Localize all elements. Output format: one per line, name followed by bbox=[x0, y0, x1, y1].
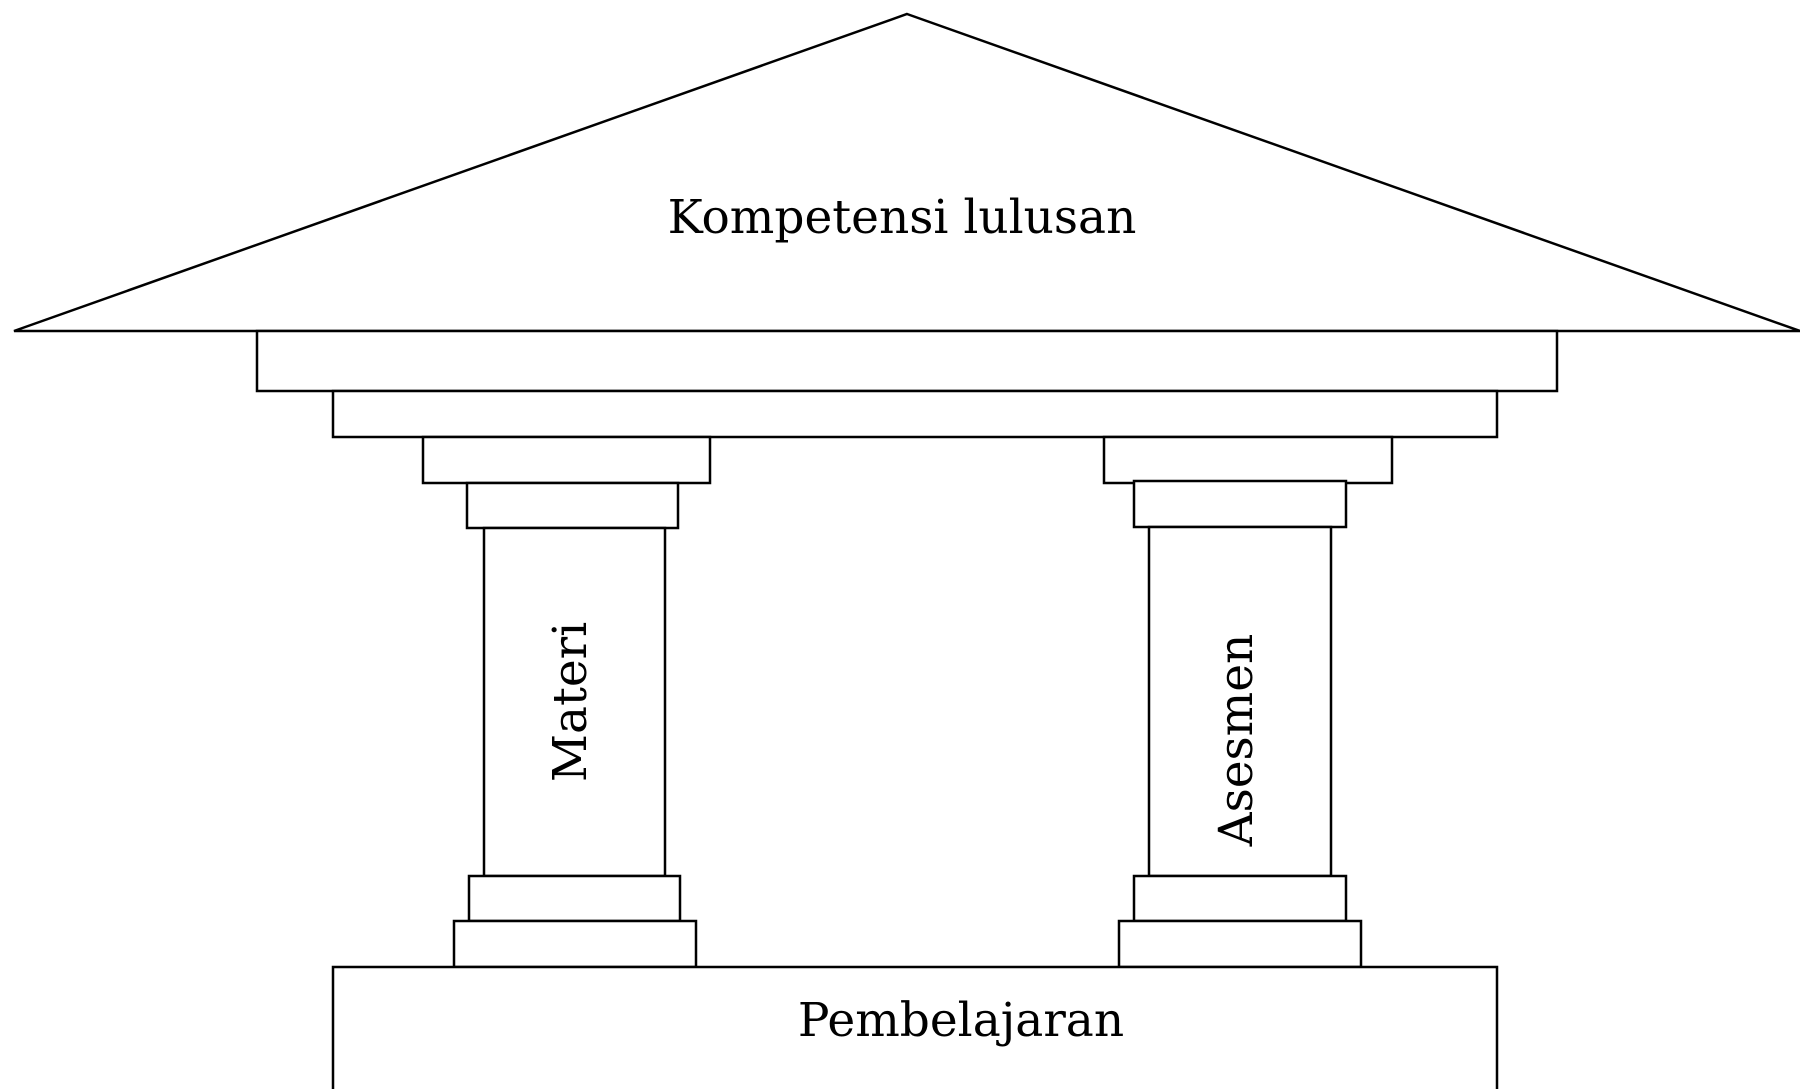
right-capital-top bbox=[1102, 435, 1394, 485]
left-pillar-label: Materi bbox=[543, 622, 598, 782]
left-capital-top bbox=[421, 435, 712, 485]
left-base-top bbox=[467, 874, 682, 923]
right-pillar-label: Asesmen bbox=[1209, 634, 1264, 848]
right-base-bottom bbox=[1117, 919, 1363, 969]
foundation-block bbox=[331, 965, 1499, 1089]
left-base-bottom bbox=[452, 919, 698, 969]
left-pillar-shaft bbox=[482, 526, 667, 878]
entablature-lower bbox=[331, 389, 1499, 439]
entablature-upper bbox=[255, 329, 1559, 393]
right-pillar: Asesmen bbox=[1102, 435, 1394, 969]
right-pillar-shaft bbox=[1147, 525, 1333, 878]
left-capital-bottom bbox=[465, 481, 680, 530]
foundation-label: Pembelajaran bbox=[798, 993, 1124, 1048]
roof-triangle bbox=[13, 12, 1800, 333]
right-base-top bbox=[1132, 874, 1348, 923]
left-pillar: Materi bbox=[421, 435, 712, 969]
right-capital-bottom bbox=[1132, 479, 1348, 529]
roof-label: Kompetensi lulusan bbox=[668, 190, 1137, 245]
